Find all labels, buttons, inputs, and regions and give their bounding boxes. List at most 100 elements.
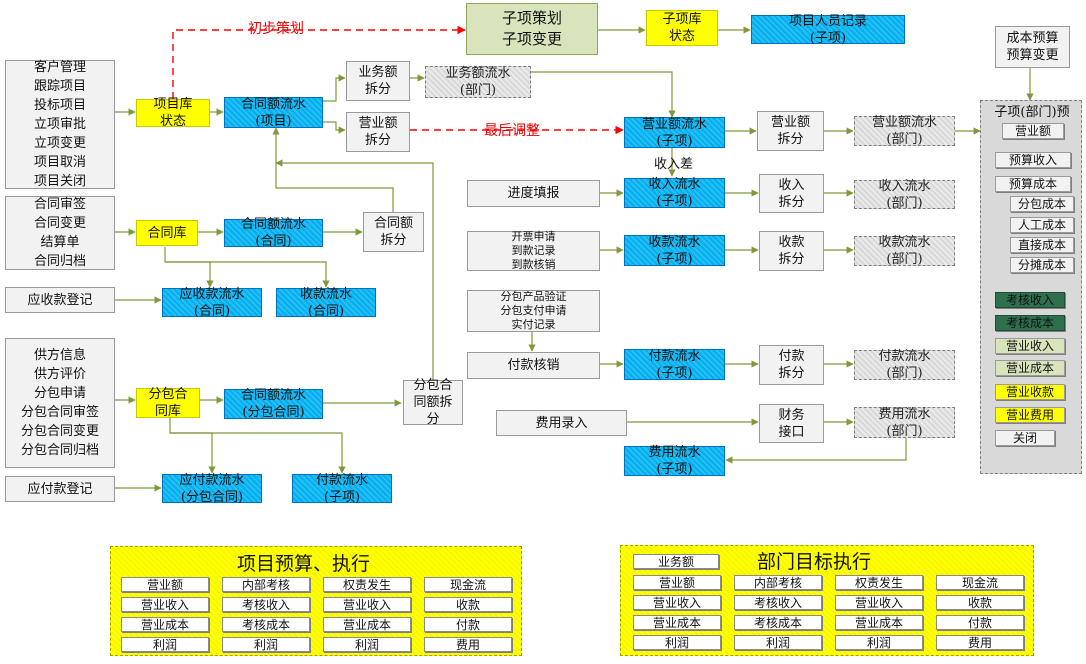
panel-chip[interactable]: 利润 xyxy=(633,635,721,650)
panel-chip[interactable]: 直接成本 xyxy=(1010,237,1074,253)
project-library-node[interactable]: 项目库状态 xyxy=(136,97,210,129)
contract-flow-project-node[interactable]: 合同额流水(项目) xyxy=(224,97,323,129)
panel-chip[interactable]: 预算收入 xyxy=(995,152,1071,168)
contract-flow-contract-node[interactable]: 合同额流水(合同) xyxy=(224,217,323,249)
business-flow-dept-node[interactable]: 业务额流水(部门) xyxy=(425,66,531,98)
invoice-list-node[interactable]: 开票申请到款记录到款核销 xyxy=(467,230,600,271)
panel-chip[interactable]: 利润 xyxy=(323,637,411,652)
payment-flow-subitem-node[interactable]: 付款流水(子项) xyxy=(624,349,725,381)
list-item[interactable]: 投标项目 xyxy=(33,98,86,113)
payable-register-node[interactable]: 应付款登记 xyxy=(5,476,115,502)
panel-chip[interactable]: 分包成本 xyxy=(1010,196,1074,212)
panel-chip[interactable]: 分摊成本 xyxy=(1010,257,1074,273)
income-split-node[interactable]: 收入拆分 xyxy=(759,174,824,213)
list-item[interactable]: 立项审批 xyxy=(33,117,86,132)
panel-chip[interactable]: 营业收入 xyxy=(835,595,923,610)
subcontract-library-node[interactable]: 分包合同库 xyxy=(136,387,200,419)
list-item[interactable]: 项目关闭 xyxy=(33,174,86,189)
panel-chip[interactable]: 内部考核 xyxy=(734,575,822,590)
list-item[interactable]: 客户管理 xyxy=(33,60,86,75)
list-item[interactable]: 供方信息 xyxy=(33,348,86,363)
payment-flow-subcontract-node[interactable]: 付款流水(子项) xyxy=(292,473,392,505)
revenue-split-subitem-node[interactable]: 营业额拆分 xyxy=(757,111,824,151)
panel-chip[interactable]: 考核收入 xyxy=(734,595,822,610)
subcontract-split-node[interactable]: 分包合同额拆分 xyxy=(403,378,463,427)
panel-chip[interactable]: 营业额 xyxy=(633,575,721,590)
list-item[interactable]: 结算单 xyxy=(40,235,80,250)
panel-chip[interactable]: 营业费用 xyxy=(995,407,1065,423)
income-flow-dept-node[interactable]: 收入流水(部门) xyxy=(854,179,955,211)
cost-budget-node[interactable]: 成本预算预算变更 xyxy=(995,26,1070,68)
panel-chip[interactable]: 营业额 xyxy=(1002,123,1064,139)
collection-flow-dept-node[interactable]: 收款流水(部门) xyxy=(854,235,955,267)
panel-chip[interactable]: 人工成本 xyxy=(1010,217,1074,233)
finance-interface-node[interactable]: 财务接口 xyxy=(759,404,824,443)
panel-chip[interactable]: 营业额 xyxy=(121,577,209,592)
panel-chip[interactable]: 考核收入 xyxy=(995,292,1065,308)
revenue-flow-dept-node[interactable]: 营业额流水(部门) xyxy=(854,115,955,147)
list-item[interactable]: 分包申请 xyxy=(33,386,86,401)
panel-chip[interactable]: 营业收入 xyxy=(633,595,721,610)
list-item[interactable]: 分包合同审签 xyxy=(20,405,99,420)
panel-chip[interactable]: 营业成本 xyxy=(633,615,721,630)
panel-chip[interactable]: 考核成本 xyxy=(734,615,822,630)
payment-flow-dept-node[interactable]: 付款流水(部门) xyxy=(854,349,955,381)
contract-library-node[interactable]: 合同库 xyxy=(136,220,198,246)
panel-chip[interactable]: 收款 xyxy=(936,595,1024,610)
revenue-split-node[interactable]: 营业额拆分 xyxy=(346,112,410,152)
panel-chip[interactable]: 考核成本 xyxy=(222,617,310,632)
panel-chip[interactable]: 考核收入 xyxy=(222,597,310,612)
payment-split-node[interactable]: 付款拆分 xyxy=(759,345,824,385)
expense-flow-subitem-node[interactable]: 费用流水(子项) xyxy=(624,445,725,477)
list-item[interactable]: 项目取消 xyxy=(33,155,86,170)
list-item[interactable]: 供方评价 xyxy=(33,367,86,382)
collection-flow-subitem-node[interactable]: 收款流水(子项) xyxy=(624,235,725,267)
list-item[interactable]: 合同归档 xyxy=(33,254,86,269)
expense-entry-node[interactable]: 费用录入 xyxy=(496,410,627,436)
collection-flow-contract-node[interactable]: 收款流水(合同) xyxy=(276,287,376,319)
panel-chip[interactable]: 营业成本 xyxy=(121,617,209,632)
panel-chip[interactable]: 利润 xyxy=(121,637,209,652)
panel-chip[interactable]: 营业收入 xyxy=(323,597,411,612)
panel-chip[interactable]: 营业收入 xyxy=(121,597,209,612)
panel-chip[interactable]: 付款 xyxy=(424,617,512,632)
list-item[interactable]: 跟踪项目 xyxy=(33,79,86,94)
panel-chip[interactable]: 现金流 xyxy=(936,575,1024,590)
list-item[interactable]: 合同变更 xyxy=(33,216,86,231)
payable-flow-node[interactable]: 应付款流水(分包合同) xyxy=(162,473,262,505)
list-item[interactable]: 立项变更 xyxy=(33,136,86,151)
panel-chip[interactable]: 付款 xyxy=(936,615,1024,630)
income-flow-subitem-node[interactable]: 收入流水(子项) xyxy=(624,177,725,209)
panel-chip[interactable]: 营业成本 xyxy=(835,615,923,630)
business-split-node[interactable]: 业务额拆分 xyxy=(346,61,410,101)
panel-chip[interactable]: 关闭 xyxy=(995,430,1055,446)
panel-chip[interactable]: 利润 xyxy=(222,637,310,652)
list-item[interactable]: 合同审签 xyxy=(33,197,86,212)
receivable-flow-node[interactable]: 应收款流水(合同) xyxy=(162,287,262,319)
progress-fill-node[interactable]: 进度填报 xyxy=(467,180,600,207)
revenue-flow-subitem-node[interactable]: 营业额流水(子项) xyxy=(624,117,725,149)
panel-chip[interactable]: 权责发生 xyxy=(835,575,923,590)
panel-chip[interactable]: 营业成本 xyxy=(995,360,1065,376)
contract-split-node[interactable]: 合同额拆分 xyxy=(363,212,424,252)
list-item[interactable]: 分包合同归档 xyxy=(20,443,99,458)
panel-chip[interactable]: 业务额 xyxy=(633,554,719,569)
panel-chip[interactable]: 营业收款 xyxy=(995,384,1065,400)
panel-chip[interactable]: 考核成本 xyxy=(995,315,1065,331)
contract-flow-subcontract-node[interactable]: 合同额流水(分包合同) xyxy=(224,388,323,420)
panel-chip[interactable]: 费用 xyxy=(424,637,512,652)
panel-chip[interactable]: 内部考核 xyxy=(222,577,310,592)
panel-chip[interactable]: 营业收入 xyxy=(995,338,1065,354)
panel-chip[interactable]: 预算成本 xyxy=(995,176,1071,192)
subitem-library-node[interactable]: 子项库状态 xyxy=(646,10,718,46)
panel-chip[interactable]: 权责发生 xyxy=(323,577,411,592)
collection-split-node[interactable]: 收款拆分 xyxy=(759,231,824,271)
subitem-plan-node[interactable]: 子项策划子项变更 xyxy=(466,3,598,55)
subcontract-verify-list-node[interactable]: 分包产品验证分包支付申请实付记录 xyxy=(467,290,600,332)
expense-flow-dept-node[interactable]: 费用流水(部门) xyxy=(854,407,955,439)
payment-verify-node[interactable]: 付款核销 xyxy=(467,352,600,379)
panel-chip[interactable]: 现金流 xyxy=(424,577,512,592)
panel-chip[interactable]: 利润 xyxy=(734,635,822,650)
panel-chip[interactable]: 费用 xyxy=(936,635,1024,650)
subitem-staff-node[interactable]: 项目人员记录(子项) xyxy=(751,14,905,46)
